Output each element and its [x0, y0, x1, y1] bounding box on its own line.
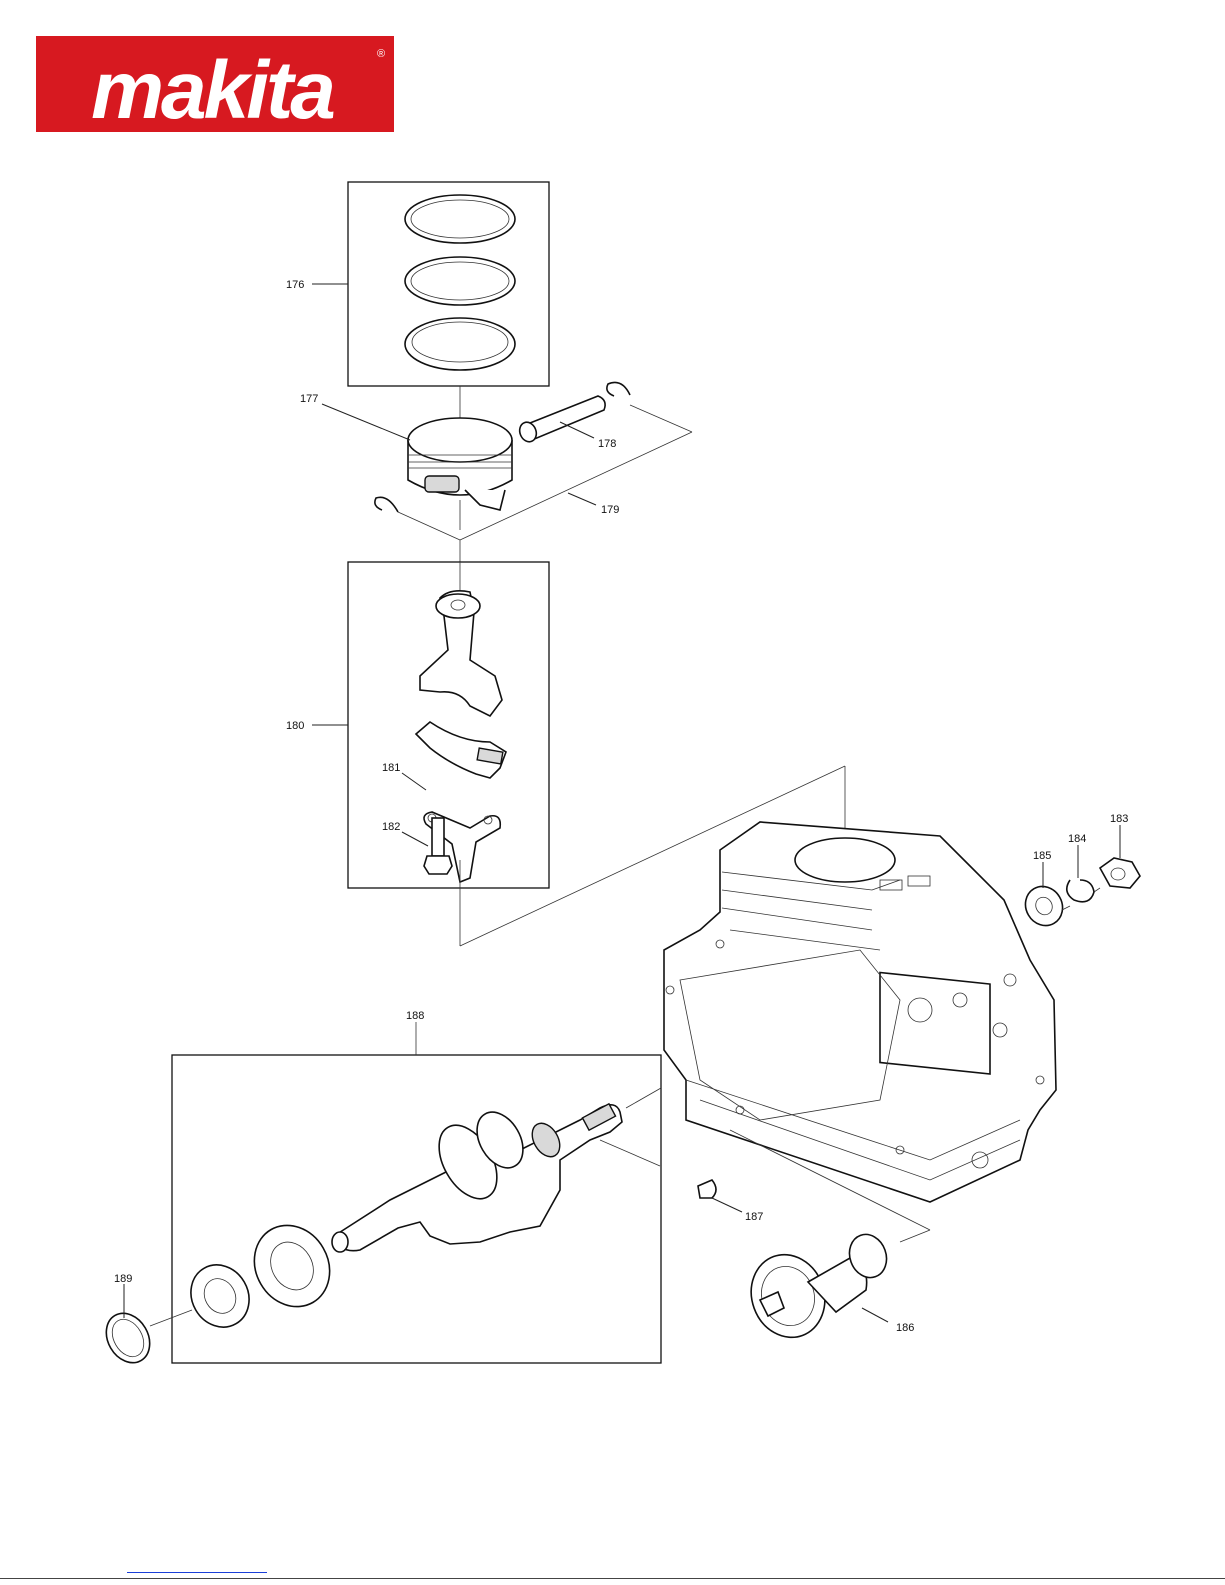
callout-178: 178 [598, 438, 616, 450]
callout-179: 179 [601, 504, 619, 516]
callout-181: 181 [382, 762, 400, 774]
woodruff-key [698, 1180, 716, 1198]
callout-182: 182 [382, 821, 400, 833]
connecting-rod-group [348, 562, 549, 888]
callout-186: 186 [896, 1322, 914, 1334]
makita-logo: makita ® [36, 36, 394, 136]
callout-183: 183 [1110, 813, 1128, 825]
footer-divider [0, 1578, 1225, 1579]
footer-link-underline[interactable] [127, 1572, 267, 1573]
crankcase [664, 822, 1056, 1202]
callout-188: 188 [406, 1010, 424, 1022]
callout-177: 177 [300, 393, 318, 405]
nut-and-washers [1018, 858, 1140, 932]
callout-189: 189 [114, 1273, 132, 1285]
piston [408, 418, 512, 510]
callout-180: 180 [286, 720, 304, 732]
callout-176: 176 [286, 279, 304, 291]
piston-rings-group [348, 182, 549, 425]
callout-187: 187 [745, 1211, 763, 1223]
callout-185: 185 [1033, 850, 1051, 862]
oil-seal [98, 1305, 159, 1370]
crankshaft-group [150, 1022, 661, 1363]
logo-wordmark: makita [91, 45, 334, 136]
callout-184: 184 [1068, 833, 1086, 845]
registered-mark: ® [377, 48, 385, 60]
